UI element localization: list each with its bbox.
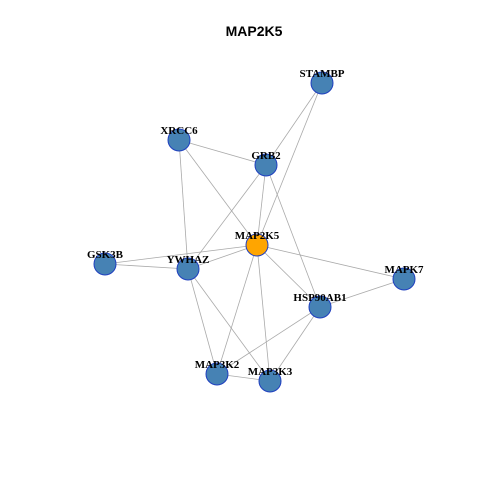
edge-stambp-map2k5 — [256, 82, 323, 246]
edge-map2k5-map3k3 — [256, 244, 271, 382]
node-map3k3 — [258, 369, 282, 393]
edge-gsk3b-ywhaz — [104, 263, 189, 270]
node-label-ywhaz: YWHAZ — [167, 254, 210, 266]
edge-map2k5-gsk3b — [104, 244, 258, 265]
node-label-map3k2: MAP3K2 — [195, 359, 240, 371]
edge-xrcc6-grb2 — [178, 139, 267, 166]
node-mapk7 — [392, 267, 416, 291]
node-xrcc6 — [167, 128, 191, 152]
node-label-grb2: GRB2 — [251, 150, 281, 162]
edge-xrcc6-map2k5 — [178, 139, 258, 246]
node-layer — [93, 71, 416, 393]
edge-hsp90ab1-map3k2 — [216, 306, 321, 375]
edge-map2k5-hsp90ab1 — [256, 244, 321, 308]
node-map3k2 — [205, 362, 229, 386]
graph-title: MAP2K5 — [226, 23, 283, 39]
edge-ywhaz-map3k3 — [187, 268, 271, 382]
edge-xrcc6-ywhaz — [178, 139, 189, 270]
node-label-stambp: STAMBP — [299, 68, 344, 80]
edge-map2k5-map3k2 — [216, 244, 258, 375]
node-hsp90ab1 — [308, 295, 332, 319]
node-label-hsp90ab1: HSP90AB1 — [293, 292, 346, 304]
node-ywhaz — [176, 257, 200, 281]
node-label-mapk7: MAPK7 — [384, 264, 424, 276]
edge-layer — [104, 82, 405, 382]
edge-ywhaz-map3k2 — [187, 268, 218, 375]
edge-map2k5-ywhaz — [187, 244, 258, 270]
edge-grb2-map2k5 — [256, 164, 267, 246]
edge-grb2-hsp90ab1 — [265, 164, 321, 308]
node-grb2 — [254, 153, 278, 177]
node-stambp — [310, 71, 334, 95]
node-label-xrcc6: XRCC6 — [160, 125, 198, 137]
edge-map2k5-mapk7 — [256, 244, 405, 280]
edge-hsp90ab1-map3k3 — [269, 306, 321, 382]
node-label-map3k3: MAP3K3 — [248, 366, 293, 378]
node-gsk3b — [93, 252, 117, 276]
edge-mapk7-hsp90ab1 — [319, 278, 405, 308]
node-map2k5 — [245, 233, 269, 257]
node-label-map2k5: MAP2K5 — [235, 230, 280, 242]
edge-stambp-grb2 — [265, 82, 323, 166]
node-label-gsk3b: GSK3B — [87, 249, 124, 261]
